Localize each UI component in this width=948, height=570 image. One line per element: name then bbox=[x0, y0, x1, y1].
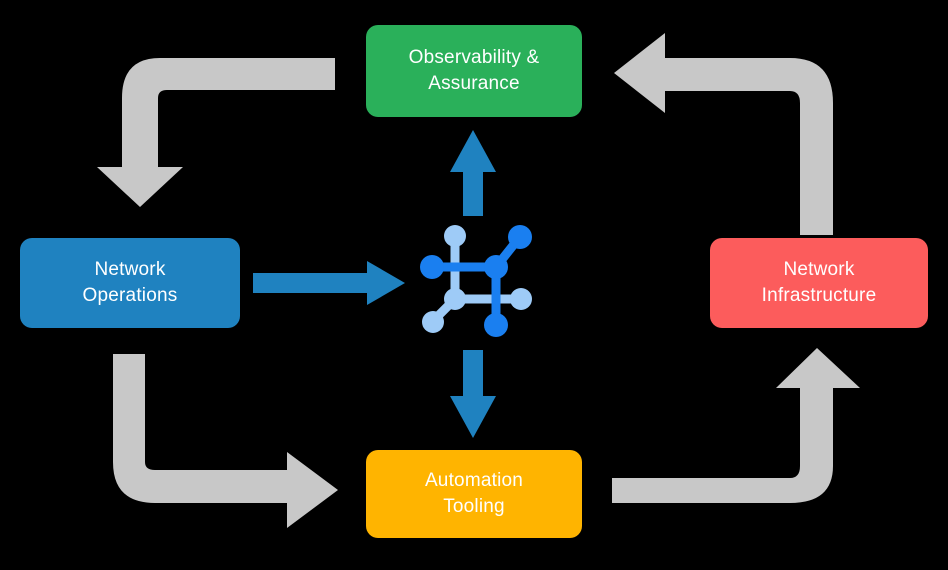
node-network-operations-label-line1: Network bbox=[94, 259, 166, 281]
node-automation-label-line1: Automation bbox=[424, 470, 524, 492]
node-network-operations[interactable]: Network Operations bbox=[20, 238, 240, 328]
arrow-center-to-observability bbox=[450, 130, 496, 216]
node-observability-assurance[interactable]: Observability & Assurance bbox=[366, 25, 582, 117]
node-network-operations-label-line2: Operations bbox=[82, 285, 178, 306]
node-automation-tooling[interactable]: Automation Tooling bbox=[366, 450, 582, 538]
node-network-infrastructure[interactable]: Network Infrastructure bbox=[710, 238, 928, 328]
node-network-infrastructure-label-line2: Infrastructure bbox=[761, 285, 877, 306]
arrow-automation-to-infrastructure bbox=[612, 348, 860, 503]
node-automation-label-line2: Tooling bbox=[443, 496, 505, 517]
node-network-infrastructure-label-line1: Network bbox=[783, 259, 855, 281]
arrow-infrastructure-to-observability bbox=[614, 33, 833, 235]
arrow-operations-to-center bbox=[253, 261, 405, 305]
network-topology-icon bbox=[420, 225, 532, 337]
arrow-observability-to-operations bbox=[97, 58, 335, 207]
arrow-operations-to-automation bbox=[113, 354, 338, 528]
node-observability-label-line1: Observability & bbox=[408, 47, 540, 69]
arrow-center-to-automation bbox=[450, 350, 496, 438]
node-observability-label-line2: Assurance bbox=[428, 73, 520, 94]
